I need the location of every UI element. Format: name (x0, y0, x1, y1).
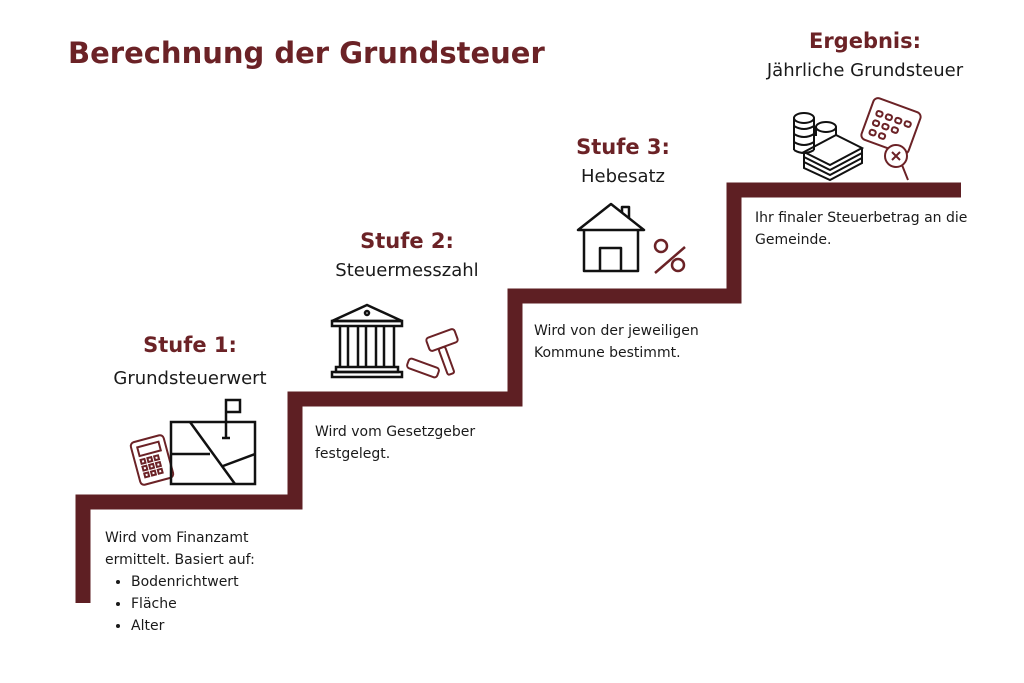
step-2-description: Wird vom Gesetzgeber festgelegt. (315, 424, 476, 462)
money-stack-icon (793, 112, 865, 182)
result-description: Ihr finaler Steuerbetrag an die Gemeinde… (755, 210, 968, 248)
step-1-header: Stufe 1: Grundsteuerwert (60, 330, 320, 394)
result-header: Ergebnis: Jährliche Grundsteuer (735, 26, 995, 86)
page-title: Berechnung der Grundsteuer (68, 36, 545, 70)
calculator-icon (129, 434, 175, 486)
step-1-description-block: Wird vom Finanzamt ermittelt. Basiert au… (105, 527, 305, 637)
gavel-icon (406, 328, 459, 379)
step-3-heading: Stufe 3: (576, 135, 670, 159)
step-1-description: Wird vom Finanzamt ermittelt. Basiert au… (105, 530, 255, 568)
step-2-subtitle: Steuermesszahl (335, 260, 479, 281)
result-subtitle: Jährliche Grundsteuer (766, 60, 964, 81)
step-1-bullet-list: Bodenrichtwert Fläche Alter (105, 571, 305, 637)
bullet-item: Alter (131, 615, 305, 637)
result-heading: Ergebnis: (808, 29, 922, 53)
step-3-subtitle: Hebesatz (580, 166, 666, 187)
step-2-header: Stufe 2: Steuermesszahl (277, 226, 537, 286)
bullet-item: Bodenrichtwert (131, 571, 305, 593)
step-1-heading: Stufe 1: (143, 333, 237, 357)
bullet-item: Fläche (131, 593, 305, 615)
land-plot-map-icon (169, 398, 257, 486)
calendar-icon (860, 97, 922, 181)
step-1-subtitle: Grundsteuerwert (113, 368, 267, 389)
step-2-heading: Stufe 2: (360, 229, 454, 253)
house-icon (576, 202, 646, 273)
percent-icon (653, 238, 686, 274)
step-3-description: Wird von der jeweiligen Kommune bestimmt… (534, 323, 699, 361)
courthouse-icon (330, 303, 404, 379)
step-3-header: Stufe 3: Hebesatz (493, 132, 753, 192)
